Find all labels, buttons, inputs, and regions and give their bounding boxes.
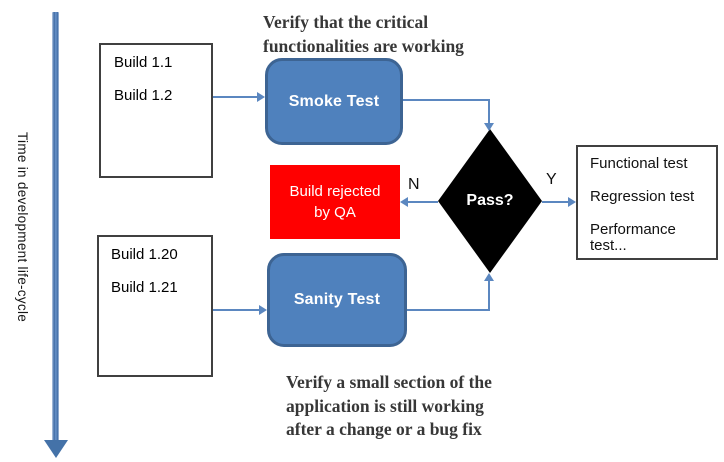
test-type-label: Performance test... [590, 221, 676, 254]
test-type-label: Functional test [590, 155, 688, 172]
post-pass-tests-box: Functional test Regression test Performa… [576, 145, 718, 260]
connector-builds-to-sanity [213, 309, 259, 311]
arrowhead-icon [568, 197, 576, 207]
smoke-test-node: Smoke Test [265, 58, 403, 145]
arrowhead-icon [259, 305, 267, 315]
connector-decision-to-tests [542, 201, 570, 203]
connector-smoke-to-decision-v [488, 99, 490, 124]
annotation-line: application is still working [286, 395, 484, 416]
build-rejected-node: Build rejected by QA [270, 165, 400, 239]
connector-builds-to-smoke [213, 96, 259, 98]
sanity-test-label: Sanity Test [293, 291, 381, 308]
sanity-test-node: Sanity Test [267, 253, 407, 347]
builds-later-box: Build 1.20 Build 1.21 [97, 235, 213, 377]
build-version-label: Build 1.21 [111, 279, 178, 296]
fail-branch-label: N [408, 176, 420, 193]
build-version-label: Build 1.2 [114, 87, 173, 104]
arrowhead-icon [257, 92, 265, 102]
smoke-test-label: Smoke Test [288, 92, 380, 110]
connector-decision-to-rejected [406, 201, 438, 203]
timeline-axis-label: Time in development life-cycle [15, 132, 30, 323]
pass-decision-node: Pass? [438, 129, 542, 273]
timeline-arrow-shaft [52, 12, 59, 441]
arrowhead-icon [484, 123, 494, 131]
arrowhead-icon [484, 273, 494, 281]
annotation-line: after a change or a bug fix [286, 419, 482, 439]
pass-decision-label: Pass? [466, 192, 514, 209]
arrowhead-icon [400, 197, 408, 207]
pass-branch-label: Y [546, 171, 557, 188]
connector-smoke-to-decision-h [403, 99, 490, 101]
rejected-line: Build rejected [289, 183, 381, 200]
annotation-line: Verify a small section of the [286, 372, 492, 392]
build-version-label: Build 1.1 [114, 54, 173, 71]
test-type-label: Regression test [590, 188, 695, 205]
builds-early-box: Build 1.1 Build 1.2 [99, 43, 213, 178]
connector-sanity-to-decision-h [407, 309, 490, 311]
annotation-line: functionalities are working [263, 36, 464, 56]
annotation-line: Verify that the critical [263, 12, 429, 32]
sanity-test-annotation: Verify a small section of the applicatio… [286, 371, 492, 442]
smoke-test-annotation: Verify that the critical functionalities… [263, 10, 464, 58]
rejected-line: by QA [314, 204, 356, 221]
connector-sanity-to-decision-v [488, 280, 490, 311]
timeline-arrow-head-icon [44, 440, 68, 458]
build-version-label: Build 1.20 [111, 246, 178, 263]
